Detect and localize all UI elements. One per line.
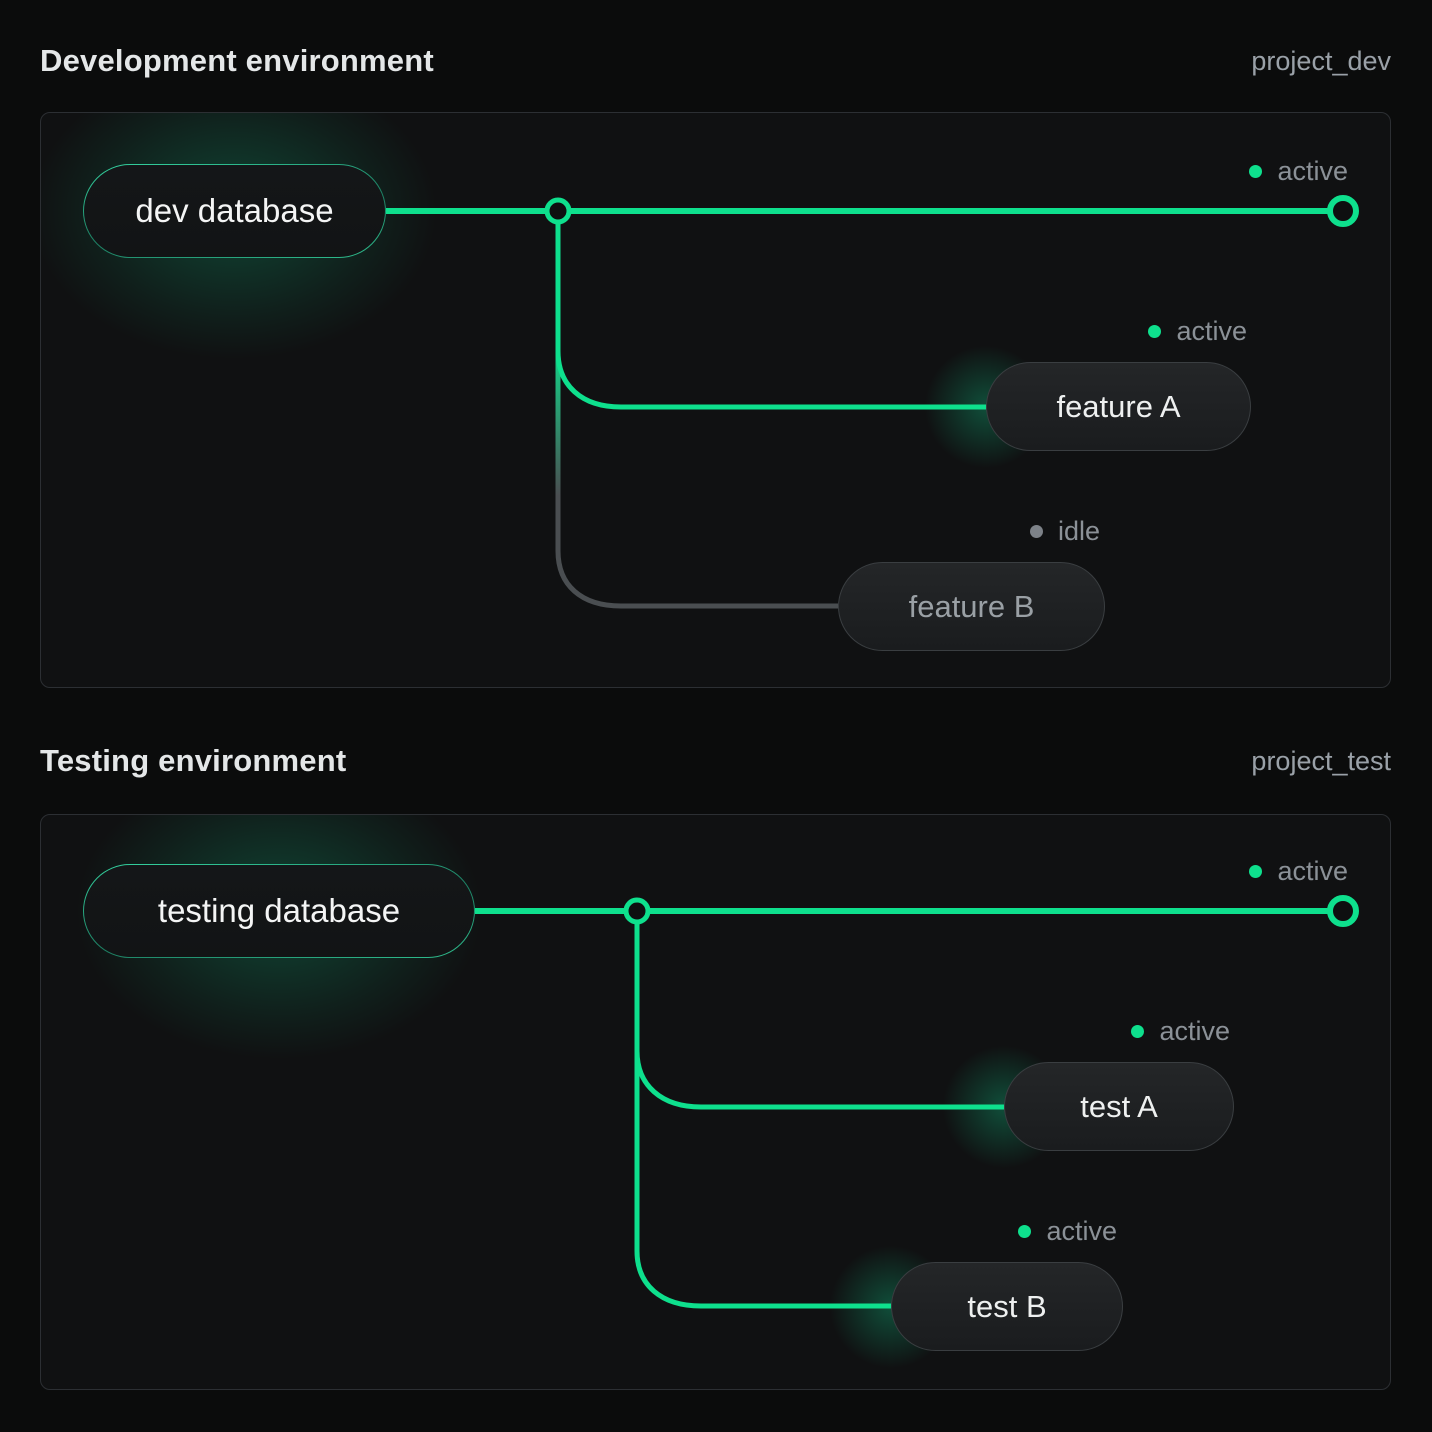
test-a-status-badge: active — [1131, 1015, 1230, 1047]
dev-main-status-text: active — [1277, 156, 1348, 187]
feature-a-label: feature A — [1056, 389, 1180, 425]
test-a-label: test A — [1080, 1089, 1158, 1125]
feature-b-status-badge: idle — [1030, 515, 1100, 547]
dev-main-status-badge: active — [1249, 155, 1348, 187]
test-junction-node — [626, 900, 648, 922]
active-status-dot-icon — [1249, 165, 1262, 178]
test-endpoint-node — [1330, 898, 1356, 924]
test-section-title: Testing environment — [40, 743, 346, 779]
testing-database-node[interactable]: testing database — [83, 864, 475, 958]
test-b-label: test B — [967, 1289, 1046, 1325]
test-a-status-text: active — [1159, 1016, 1230, 1047]
test-project-label: project_test — [1251, 746, 1391, 777]
feature-a-status-text: active — [1176, 316, 1247, 347]
feature-a-node[interactable]: feature A — [986, 362, 1251, 451]
testing-environment-panel: testing database test A test B active ac… — [40, 814, 1391, 1390]
dev-database-label: dev database — [135, 192, 333, 230]
test-a-node[interactable]: test A — [1004, 1062, 1234, 1151]
dev-section-header: Development environment project_dev — [40, 38, 1391, 84]
test-b-node[interactable]: test B — [891, 1262, 1123, 1351]
dev-environment-panel: dev database feature A feature B active … — [40, 112, 1391, 688]
feature-b-status-text: idle — [1058, 516, 1100, 547]
dev-endpoint-node — [1330, 198, 1356, 224]
dev-database-node[interactable]: dev database — [83, 164, 386, 258]
feature-a-branch-line — [558, 211, 986, 407]
active-status-dot-icon — [1018, 1225, 1031, 1238]
active-status-dot-icon — [1131, 1025, 1144, 1038]
test-main-status-badge: active — [1249, 855, 1348, 887]
feature-b-label: feature B — [909, 589, 1035, 625]
test-b-status-badge: active — [1018, 1215, 1117, 1247]
idle-status-dot-icon — [1030, 525, 1043, 538]
testing-database-label: testing database — [158, 892, 400, 930]
feature-b-node[interactable]: feature B — [838, 562, 1105, 651]
dev-junction-node — [547, 200, 569, 222]
test-section-header: Testing environment project_test — [40, 738, 1391, 784]
feature-a-status-badge: active — [1148, 315, 1247, 347]
test-a-branch-line — [637, 911, 1004, 1107]
dev-project-label: project_dev — [1251, 46, 1391, 77]
active-status-dot-icon — [1249, 865, 1262, 878]
test-main-status-text: active — [1277, 856, 1348, 887]
active-status-dot-icon — [1148, 325, 1161, 338]
dev-section-title: Development environment — [40, 43, 434, 79]
test-b-status-text: active — [1046, 1216, 1117, 1247]
